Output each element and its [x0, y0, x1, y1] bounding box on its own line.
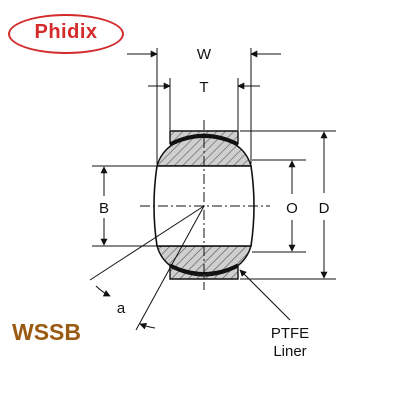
ptfe-liner-top: [169, 135, 239, 147]
dim-w-label: W: [197, 46, 212, 63]
brand-logo: Phidix: [8, 14, 124, 54]
angle-line-2: [89, 205, 205, 281]
model-code: WSSB: [12, 319, 81, 345]
dim-d-label: D: [319, 200, 330, 217]
dim-a-label: a: [117, 300, 126, 317]
brand-logo-oval: [8, 14, 124, 54]
liner-label-line2: Liner: [273, 343, 306, 360]
liner-leader: [239, 269, 291, 321]
angle-arrow-2: [139, 322, 156, 330]
angle-line-1: [135, 205, 205, 331]
outer-race-top: [169, 130, 239, 145]
brand-name: Phidix: [34, 21, 98, 43]
angle-arrow-1: [95, 285, 111, 297]
dim-b-label: B: [99, 200, 109, 217]
dim-t-label: T: [199, 79, 208, 96]
dim-o-label: O: [286, 200, 298, 217]
liner-label-line1: PTFE: [271, 325, 309, 342]
